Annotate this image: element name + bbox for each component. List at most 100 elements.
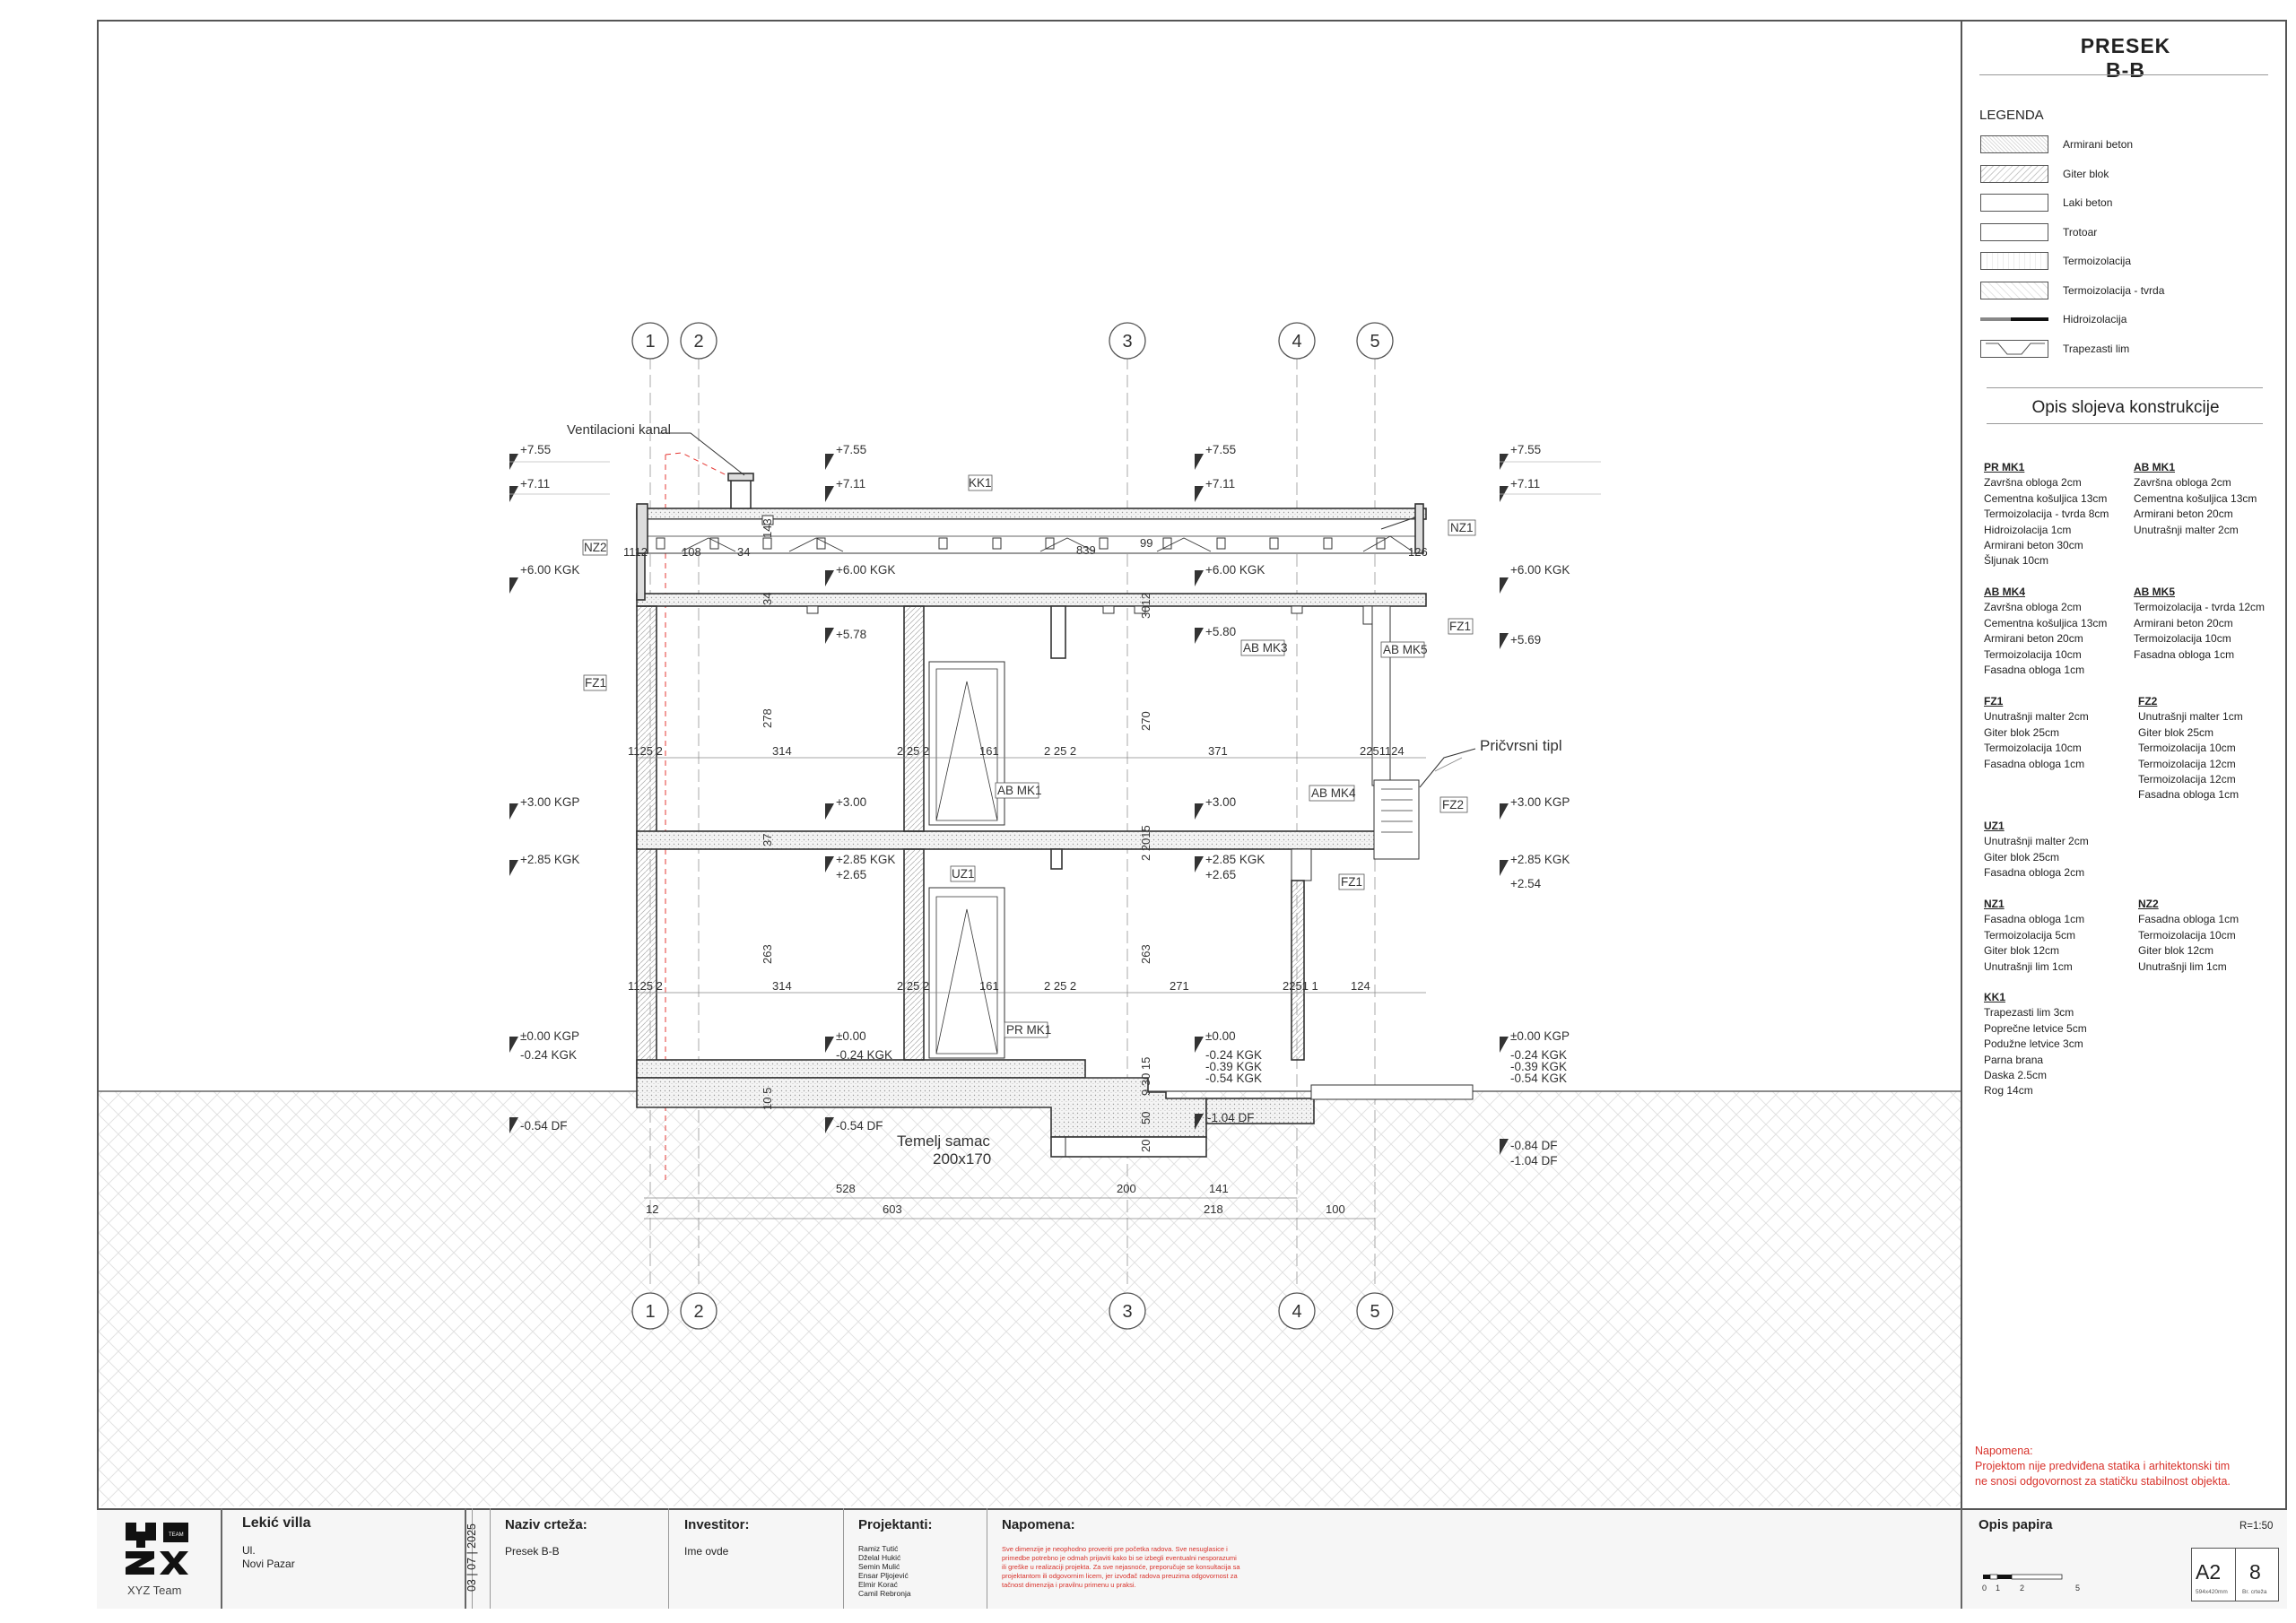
note-line: Projektom nije predviđena statika i arhi…	[1975, 1460, 2231, 1472]
axis-label-bottom: 4	[1292, 1302, 1301, 1322]
level-label: -1.04 DF	[1510, 1154, 1558, 1167]
dim-label: 2251 1	[1283, 979, 1318, 993]
layer-block: UZ1 Unutrašnji malter 2cm Giter blok 25c…	[1984, 819, 2089, 881]
level-label: -0.24 KGK	[1510, 1048, 1567, 1062]
dim-label: 143	[761, 518, 774, 538]
layer-line: Termoizolacija 10cm	[1984, 742, 2082, 755]
divider	[465, 1508, 466, 1609]
legend-swatch	[1980, 340, 2048, 358]
level-label: +2.85 KGK	[1205, 853, 1265, 866]
dim-label: 141	[1209, 1182, 1229, 1195]
dim-label: 161	[979, 744, 999, 758]
level-label: +5.69	[1510, 633, 1541, 647]
layer-line: Termoizolacija - tvrda 8cm	[1984, 508, 2109, 521]
tag-ab-mk1: AB MK1	[997, 784, 1042, 797]
axis-label-bottom: 1	[645, 1302, 655, 1322]
dim-label: 20	[1139, 1140, 1152, 1152]
dim-label: 1125 2	[628, 744, 663, 758]
level-label: +7.55	[1510, 443, 1541, 456]
legend-label: Termoizolacija	[2063, 255, 2132, 267]
level-label: -0.84 DF	[1510, 1139, 1558, 1152]
note-line: ne snosi odgovornost za statičku stabiln…	[1975, 1475, 2231, 1488]
layer-block: PR MK1 Završna obloga 2cm Cementna košul…	[1984, 460, 2109, 569]
level-label: +3.00	[1205, 795, 1236, 809]
dim-label: 124	[1351, 979, 1370, 993]
layer-block: NZ1 Fasadna obloga 1cm Termoizolacija 5c…	[1984, 897, 2084, 975]
level-label: -0.24 KGK	[836, 1048, 892, 1062]
napomena-line: projektantom ili odgovornim licem, jer i…	[1002, 1572, 1238, 1580]
level-label: +2.85 KGK	[836, 853, 895, 866]
layer-code: FZ1	[1984, 695, 2004, 707]
legend-title: LEGENDA	[1979, 108, 2044, 123]
dim-label: 2 25 2	[897, 979, 929, 993]
legend-swatch	[1980, 194, 2048, 212]
level-label: +2.85 KGK	[1510, 853, 1570, 866]
dim-label: 50	[1139, 1112, 1152, 1124]
layer-line: Parna brana	[1984, 1053, 2044, 1066]
company-name: XYZ Team	[127, 1584, 182, 1597]
opis-papira-label: Opis papira	[1979, 1517, 2053, 1532]
tag-fz2: FZ2	[1442, 798, 1464, 812]
level-label: +7.55	[1205, 443, 1236, 456]
dim-label: 314	[772, 744, 792, 758]
sheet-number-label: Br. crteža	[2242, 1589, 2267, 1595]
layer-line: Unutrašnji malter 2cm	[2134, 523, 2239, 536]
paper-format: A2	[2196, 1560, 2222, 1584]
layer-line: Fasadna obloga 2cm	[1984, 866, 2085, 880]
company-logo: TEAM	[126, 1523, 188, 1575]
designer-name: Semin Mulić	[858, 1562, 900, 1571]
level-label: ±0.00 KGP	[520, 1029, 579, 1043]
level-label: +2.54	[1510, 877, 1542, 890]
legend-swatch	[1980, 165, 2048, 183]
level-label: +5.80	[1205, 625, 1236, 638]
layer-line: Giter blok 25cm	[2138, 725, 2214, 739]
legend-label: Armirani beton	[2063, 138, 2134, 151]
level-label: -0.54 DF	[836, 1119, 883, 1133]
legend-label: Trotoar	[2063, 226, 2098, 239]
tag-fz1: FZ1	[1449, 620, 1471, 633]
divider	[1961, 1508, 1962, 1609]
layer-block: KK1 Trapezasti lim 3cm Poprečne letvice …	[1984, 990, 2087, 1099]
dim-label: 528	[836, 1182, 856, 1195]
info-panel	[1961, 20, 2287, 1508]
legend-swatch	[1980, 317, 2048, 321]
dim-label: 126	[1408, 545, 1428, 559]
scale-label: R=1:50	[2239, 1521, 2274, 1532]
layer-code: KK1	[1984, 991, 2006, 1003]
dim-label: 100	[1326, 1202, 1345, 1216]
layer-line: Unutrašnji malter 2cm	[1984, 835, 2089, 848]
divider	[1987, 387, 2263, 388]
naziv-label: Naziv crteža:	[505, 1517, 587, 1532]
legend-swatch	[1980, 282, 2048, 299]
dim-label: 839	[1076, 543, 1096, 557]
dim-label: 263	[761, 944, 774, 964]
layer-line: Fasadna obloga 1cm	[2138, 913, 2239, 926]
investitor-label: Investitor:	[684, 1517, 750, 1532]
label-ventilacioni-kanal: Ventilacioni kanal	[567, 422, 671, 438]
drawing-title: PRESEK B-B	[2080, 34, 2171, 82]
note-line: Napomena:	[1975, 1445, 2033, 1457]
tag-ab-mk4: AB MK4	[1311, 786, 1356, 800]
layer-line: Unutrašnji malter 1cm	[2138, 710, 2243, 724]
axis-label-top: 4	[1292, 332, 1301, 352]
paper-format-size: 594x420mm	[2196, 1589, 2228, 1595]
layer-line: Fasadna obloga 1cm	[2134, 647, 2235, 661]
dim-label: 108	[682, 545, 701, 559]
tag-fz1: FZ1	[1341, 875, 1362, 889]
tag-ab-mk5: AB MK5	[1383, 643, 1428, 656]
layers-title: Opis slojeva konstrukcije	[2031, 398, 2220, 417]
axis-label-bottom: 2	[693, 1302, 703, 1322]
dim-label: 270	[1139, 711, 1152, 731]
level-label: +7.11	[520, 477, 550, 490]
designer-name: Dželal Hukić	[858, 1553, 901, 1562]
tag-ab-mk3: AB MK3	[1243, 641, 1288, 655]
legend-label: Hidroizolacija	[2063, 313, 2127, 325]
address-line: Ul.	[242, 1544, 256, 1557]
level-label: ±0.00	[1205, 1029, 1236, 1043]
dim-label: 2 25 2	[1044, 979, 1076, 993]
layer-line: Termoizolacija 12cm	[2138, 757, 2236, 770]
dim-label: 3012	[1139, 593, 1152, 619]
layer-code: AB MK1	[2134, 461, 2176, 473]
legend-swatch	[1980, 252, 2048, 270]
layer-block: AB MK5 Termoizolacija - tvrda 12cm Armir…	[2134, 585, 2265, 663]
